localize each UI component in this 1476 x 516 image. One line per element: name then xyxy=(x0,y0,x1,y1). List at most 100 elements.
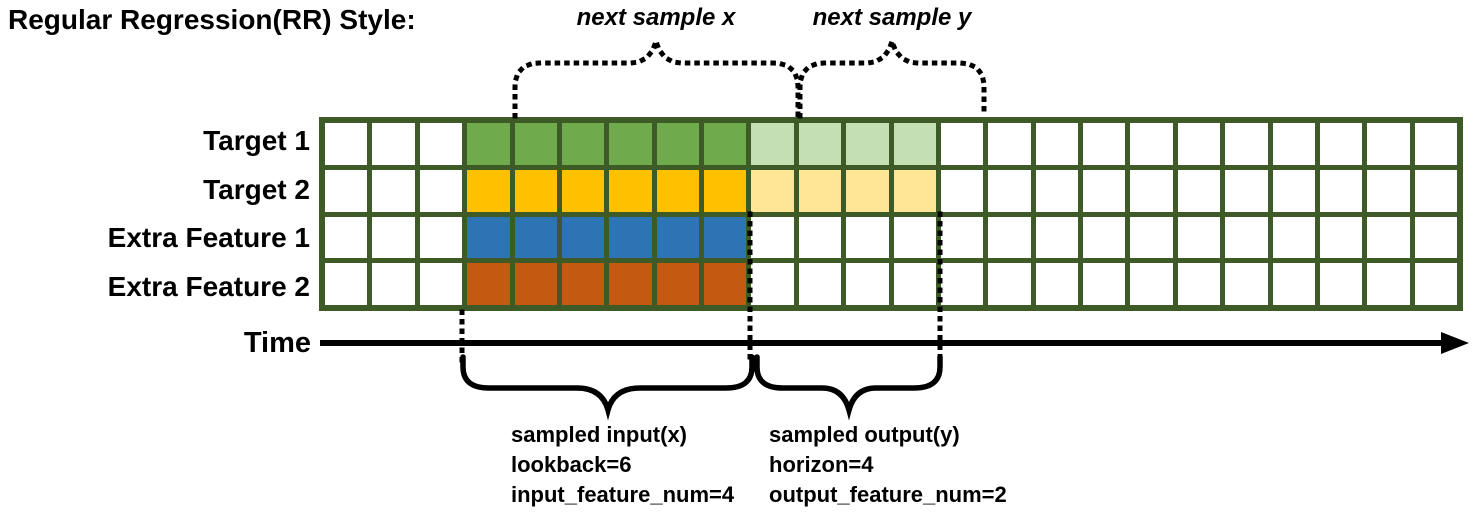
grid-cell xyxy=(1177,123,1221,165)
time-label: Time xyxy=(243,327,311,359)
sampled-output-brace xyxy=(754,354,943,421)
grid-cell xyxy=(1130,169,1173,212)
grid-cell xyxy=(609,123,652,165)
grid-cell xyxy=(1130,216,1173,259)
grid-cell xyxy=(1083,263,1126,305)
next-sample-x-label: next sample x xyxy=(576,4,736,31)
grid-cell xyxy=(751,216,794,259)
next-sample-x-brace xyxy=(512,31,801,119)
grid-cell xyxy=(419,263,463,305)
grid-cell xyxy=(514,216,557,259)
grid-cell xyxy=(1035,169,1078,212)
grid-cell xyxy=(561,216,605,259)
grid-cell xyxy=(1225,123,1268,165)
grid-cell xyxy=(1319,216,1363,259)
sampled-output-title: sampled output(y) xyxy=(769,422,960,447)
grid-cell xyxy=(1035,263,1078,305)
grid-cell xyxy=(1035,216,1078,259)
grid-cell xyxy=(704,263,747,305)
grid-cell xyxy=(893,123,936,165)
next-sample-y-label: next sample y xyxy=(812,4,972,31)
grid-cell xyxy=(988,169,1031,212)
grid-cell xyxy=(940,123,984,165)
grid-cell xyxy=(419,216,463,259)
grid-cell xyxy=(1319,169,1363,212)
grid-cell xyxy=(467,263,510,305)
grid-cell xyxy=(1083,216,1126,259)
grid-cell xyxy=(514,263,557,305)
grid-cell xyxy=(656,216,699,259)
horizon-value: horizon=4 xyxy=(769,452,874,477)
grid-cell xyxy=(1272,169,1315,212)
grid-cell xyxy=(751,123,794,165)
grid-cell xyxy=(798,123,842,165)
grid-cell xyxy=(1177,263,1221,305)
output-feature-num: output_feature_num=2 xyxy=(769,482,1007,507)
grid-cell xyxy=(988,263,1031,305)
grid-cell xyxy=(656,169,699,212)
page-title: Regular Regression(RR) Style: xyxy=(8,4,416,35)
grid-cell xyxy=(1414,216,1457,259)
grid-cell xyxy=(798,216,842,259)
grid-cell xyxy=(325,216,368,259)
grid-cell xyxy=(988,123,1031,165)
grid-cell xyxy=(419,169,463,212)
grid-cell xyxy=(1083,169,1126,212)
grid-cell xyxy=(1225,263,1268,305)
row-label-target-1: Target 1 xyxy=(203,125,310,156)
time-arrow-head xyxy=(1441,332,1469,354)
grid-cell xyxy=(798,263,842,305)
next-sample-y-brace xyxy=(797,31,987,119)
grid-cell xyxy=(846,123,889,165)
grid-cell xyxy=(372,169,415,212)
row-label-extra-feature-2: Extra Feature 2 xyxy=(107,270,310,302)
sampled-input-title: sampled input(x) xyxy=(511,422,688,447)
grid-cell xyxy=(940,263,984,305)
grid-cell xyxy=(846,263,889,305)
grid-cell xyxy=(514,169,557,212)
grid-cell xyxy=(1414,169,1457,212)
grid-cell xyxy=(1083,123,1126,165)
grid-cell xyxy=(940,216,984,259)
grid-cell xyxy=(561,263,605,305)
grid-cell xyxy=(798,169,842,212)
grid-cell xyxy=(1130,263,1173,305)
grid-cell xyxy=(419,123,463,165)
grid-cell xyxy=(467,169,510,212)
sampled-output-annotation: sampled output(y) horizon=4 output_featu… xyxy=(769,420,1007,510)
grid-cell xyxy=(467,123,510,165)
sampled-input-annotation: sampled input(x) lookback=6 input_featur… xyxy=(511,420,734,510)
grid-cell xyxy=(1414,123,1457,165)
grid-cell xyxy=(467,216,510,259)
grid-cell xyxy=(609,263,652,305)
grid-cell xyxy=(1319,123,1363,165)
grid-cell xyxy=(656,263,699,305)
grid-cell xyxy=(846,216,889,259)
sampled-input-brace xyxy=(460,354,755,421)
grid-cell xyxy=(893,263,936,305)
grid-cell xyxy=(514,123,557,165)
grid-cell xyxy=(609,216,652,259)
grid-cell xyxy=(1177,169,1221,212)
grid-cell xyxy=(372,123,415,165)
grid-cell xyxy=(1272,123,1315,165)
grid-cell xyxy=(609,169,652,212)
grid-cell xyxy=(1272,263,1315,305)
grid-cell xyxy=(1035,123,1078,165)
grid-cell xyxy=(1130,123,1173,165)
grid-cell xyxy=(372,216,415,259)
grid-cell xyxy=(561,169,605,212)
grid-cell xyxy=(751,169,794,212)
lookback-value: lookback=6 xyxy=(511,452,632,477)
grid-cell xyxy=(325,123,368,165)
grid-cell xyxy=(1225,169,1268,212)
grid-cell xyxy=(893,169,936,212)
grid-cell xyxy=(846,169,889,212)
grid-cell xyxy=(1414,263,1457,305)
grid-cell xyxy=(1177,216,1221,259)
grid-cell xyxy=(325,169,368,212)
grid-cell xyxy=(1319,263,1363,305)
grid-cell xyxy=(704,123,747,165)
input-feature-num: input_feature_num=4 xyxy=(511,482,735,507)
grid-cell xyxy=(561,123,605,165)
